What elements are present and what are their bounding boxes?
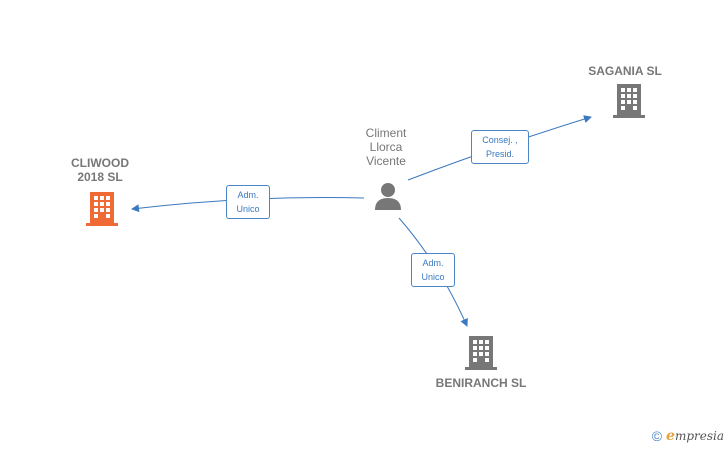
person-node-label[interactable]: Climent Llorca Vicente (365, 126, 407, 168)
edge-label-cliwood: Adm. Unico (226, 185, 270, 219)
sagania-node-label[interactable]: SAGANIA SL (588, 64, 662, 78)
footer-brand: © empresia (652, 428, 724, 444)
empresia-logo: empresia (666, 428, 724, 444)
edge-label-beniranch: Adm. Unico (411, 253, 455, 287)
person-icon[interactable] (373, 181, 403, 211)
beniranch-node-label[interactable]: BENIRANCH SL (435, 376, 527, 390)
edge-label-sagania: Consej. , Presid. (471, 130, 529, 164)
building-icon[interactable] (86, 192, 118, 226)
building-icon[interactable] (465, 336, 497, 370)
building-icon[interactable] (613, 84, 645, 118)
copyright-symbol: © (651, 428, 663, 444)
cliwood-node-label[interactable]: CLIWOOD 2018 SL (71, 156, 129, 184)
